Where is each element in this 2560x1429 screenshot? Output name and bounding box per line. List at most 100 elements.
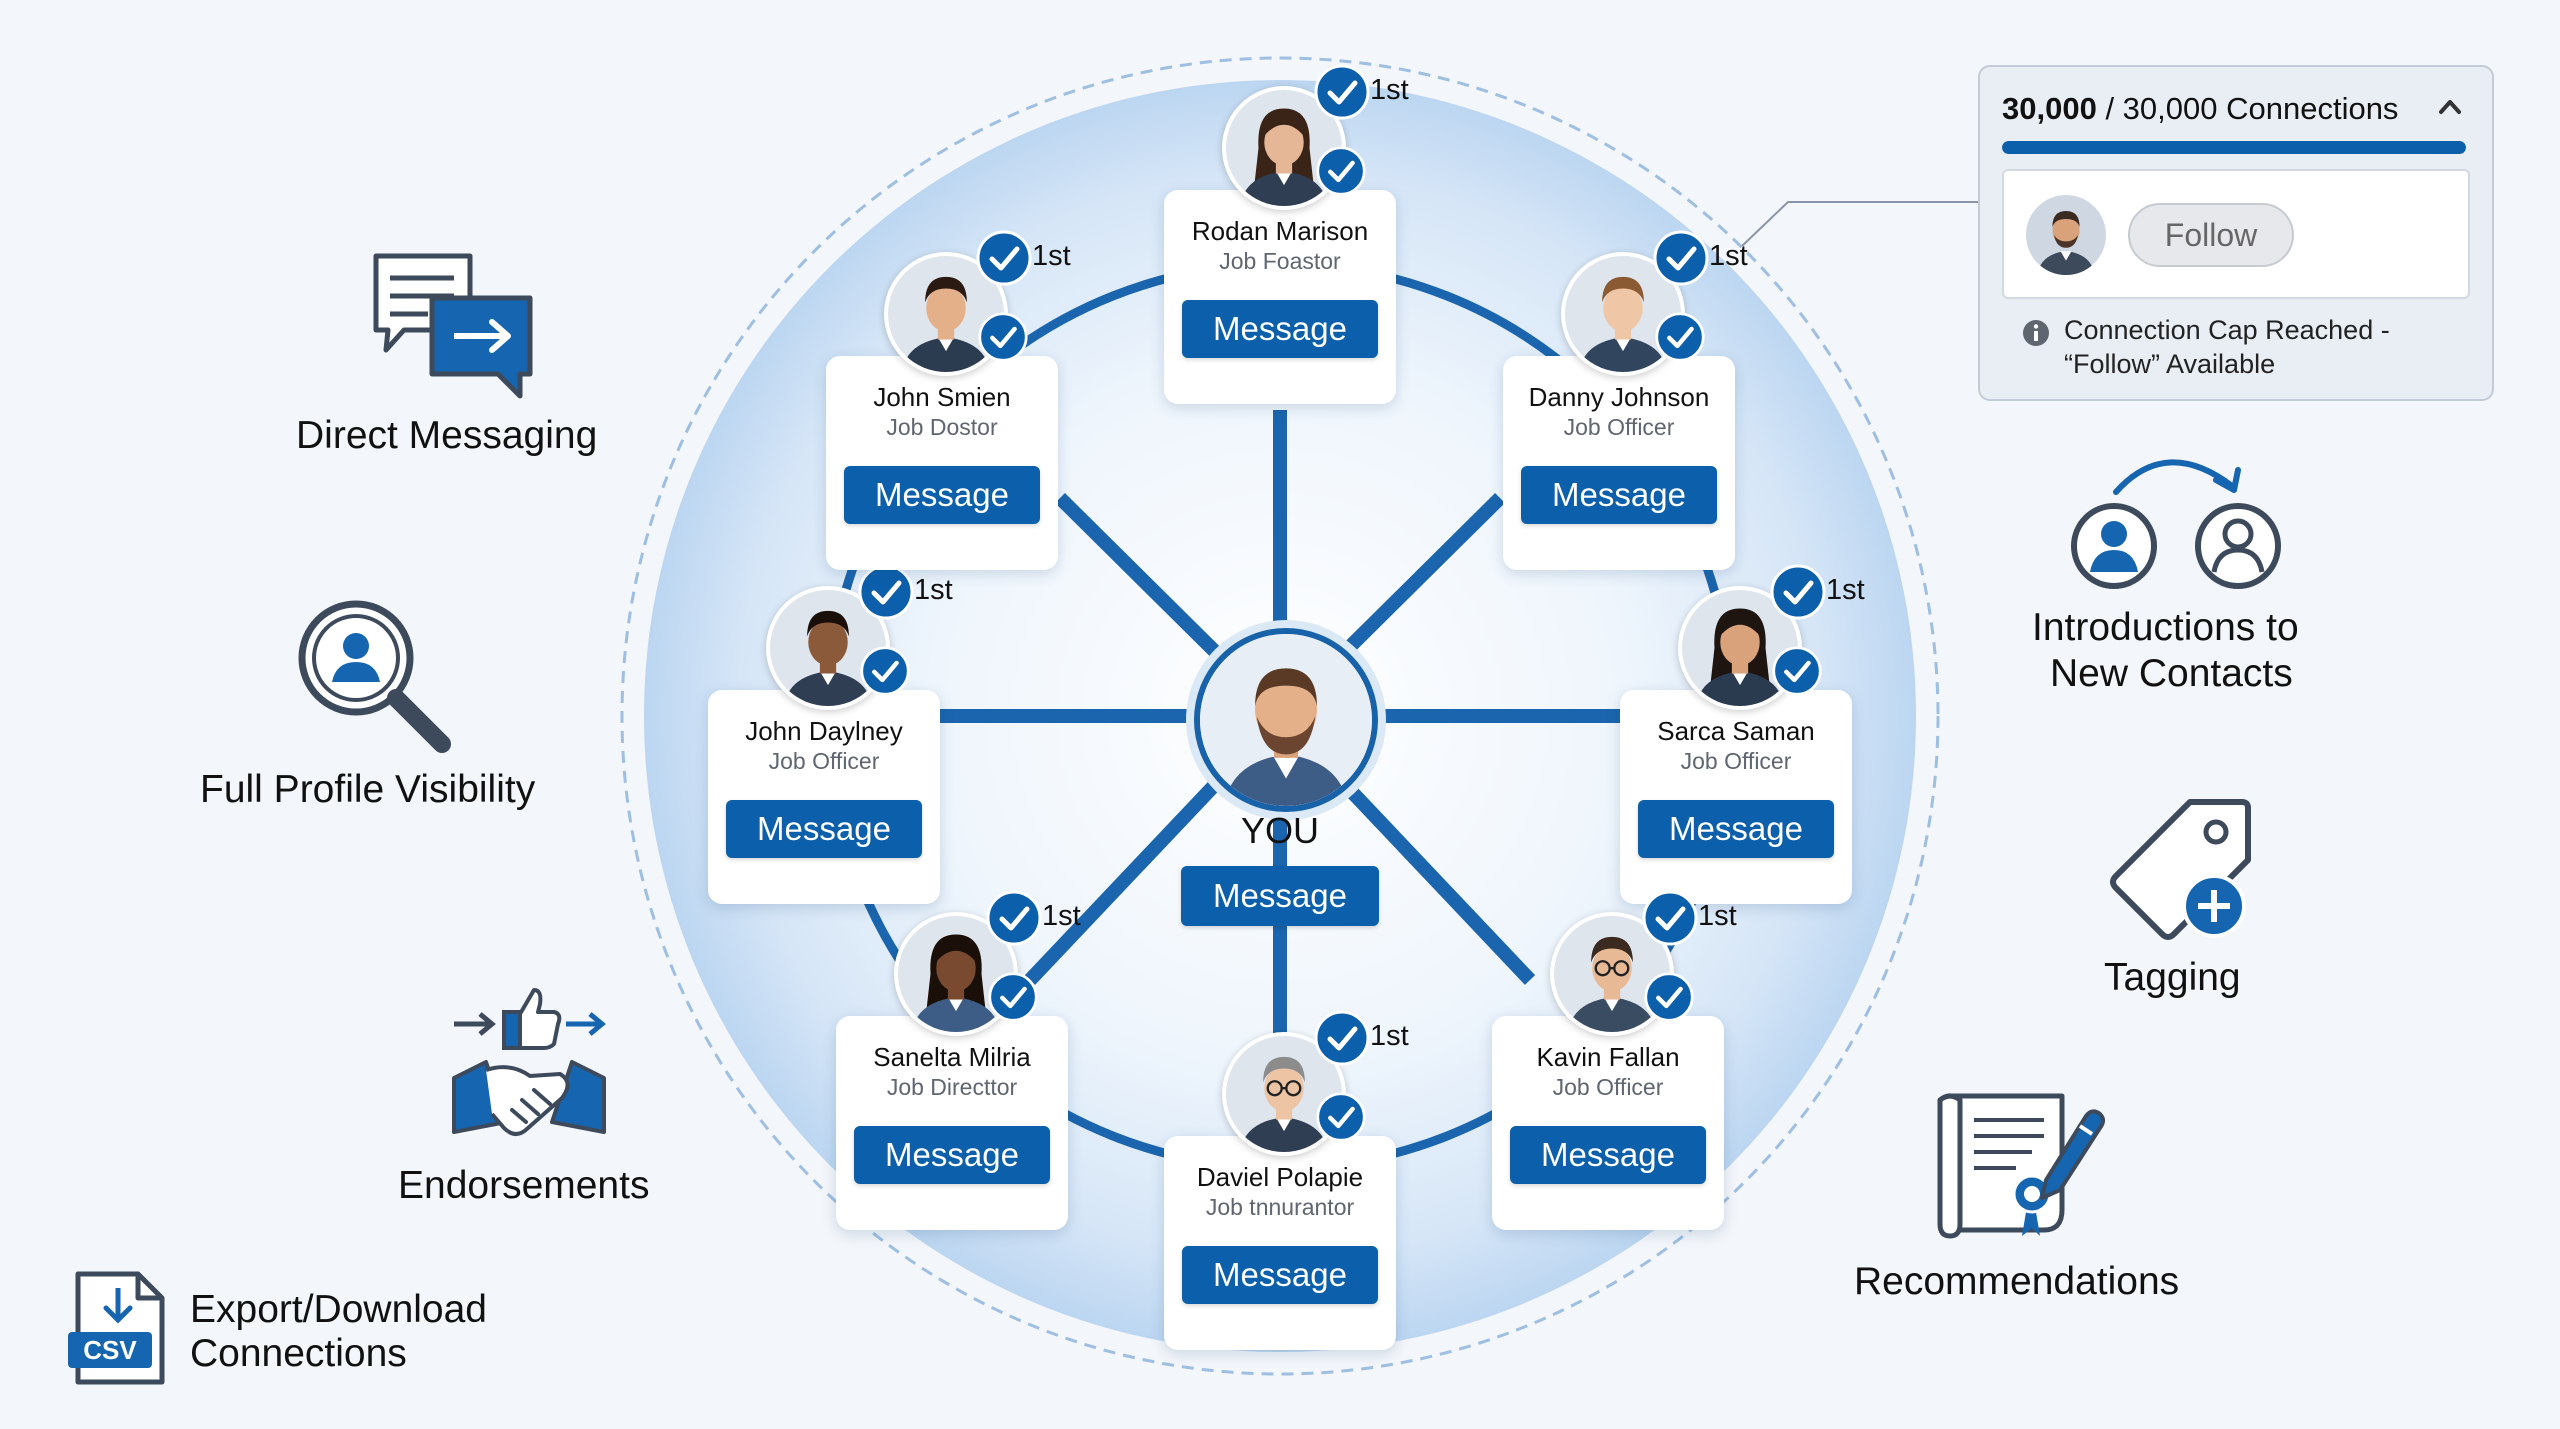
follow-button[interactable]: Follow: [2128, 203, 2294, 267]
person-photo-icon: [770, 590, 886, 706]
connection-degree: 1st: [1370, 74, 1409, 106]
connection-card[interactable]: 1st Sarca Saman Job Officer Message: [1620, 564, 1865, 904]
you-message-button[interactable]: Message: [1181, 866, 1379, 926]
you-avatar[interactable]: [1194, 628, 1378, 812]
verified-badge: [1653, 230, 1709, 286]
handshake-thumbs-up-icon: [452, 988, 606, 1136]
checkmark-icon: [860, 646, 910, 696]
connection-card[interactable]: 1st Sanelta Milria Job Directtor Message: [836, 890, 1081, 1230]
checkmark-icon: [1314, 1010, 1370, 1066]
message-button[interactable]: Message: [844, 466, 1040, 524]
checkmark-icon: [978, 312, 1028, 362]
connection-degree: 1st: [1042, 900, 1081, 932]
connection-card[interactable]: 1st Danny Johnson Job Officer Message: [1503, 230, 1748, 570]
endorsements-label: Endorsements: [398, 1164, 650, 1207]
connection-degree: 1st: [1698, 900, 1737, 932]
connection-name: Sanelta Milria: [873, 1042, 1031, 1072]
checkmark-icon: [1316, 146, 1366, 196]
connected-badge: [860, 646, 910, 696]
avatar[interactable]: [884, 252, 1008, 376]
connection-name: Daviel Polapie: [1196, 1162, 1364, 1192]
connection-degree: 1st: [1709, 240, 1748, 272]
connection-degree: 1st: [914, 574, 953, 606]
connection-name: Danny Johnson: [1528, 382, 1710, 412]
export-label-line1: Export/Download: [190, 1288, 487, 1331]
connected-badge: [1655, 312, 1705, 362]
connection-cap-progress: [2002, 141, 2466, 154]
connection-count: 30,000 / 30,000 Connections: [2002, 91, 2398, 127]
connection-cap-panel: 30,000 / 30,000 Connections Follow: [1978, 65, 2494, 401]
connection-name: Kavin Fallan: [1536, 1042, 1680, 1072]
connection-name: John Smien: [873, 382, 1011, 412]
connection-title: Job Directtor: [886, 1074, 1018, 1100]
connection-title: Job Officer: [768, 748, 880, 774]
connected-badge: [1644, 972, 1694, 1022]
connection-title: Job Dostor: [886, 414, 998, 440]
connection-title: Job tnnurantor: [1205, 1194, 1355, 1220]
message-button[interactable]: Message: [726, 800, 922, 858]
message-button[interactable]: Message: [1521, 466, 1717, 524]
csv-file-icon: CSV: [68, 1271, 165, 1385]
connection-card[interactable]: 1st John Daylney Job Officer Message: [708, 564, 953, 904]
message-button[interactable]: Message: [854, 1126, 1050, 1184]
chevron-up-icon[interactable]: [2436, 93, 2464, 121]
checkmark-icon: [1770, 564, 1826, 620]
checkmark-icon: [988, 972, 1038, 1022]
csv-badge: CSV: [83, 1335, 137, 1365]
checkmark-icon: [1772, 646, 1822, 696]
connected-badge: [1772, 646, 1822, 696]
checkmark-icon: [858, 564, 914, 620]
person-icon: [1200, 634, 1372, 806]
verified-badge: [986, 890, 1042, 946]
message-button[interactable]: Message: [1182, 1246, 1378, 1304]
connection-title: Job Officer: [1563, 414, 1675, 440]
two-people-arrow-icon: [2071, 459, 2281, 589]
message-button[interactable]: Message: [1182, 300, 1378, 358]
checkmark-icon: [986, 890, 1042, 946]
follow-card: Follow: [2002, 169, 2470, 299]
verified-badge: [1770, 564, 1826, 620]
connection-card[interactable]: 1st Daviel Polapie Job tnnurantor Messag…: [1164, 1010, 1409, 1350]
connection-name: Rodan Marison: [1191, 216, 1369, 246]
connection-title: Job Officer: [1680, 748, 1792, 774]
connection-name: John Daylney: [745, 716, 903, 746]
connected-badge: [1316, 146, 1366, 196]
avatar[interactable]: [766, 586, 890, 710]
introductions-label-line2: New Contacts: [2050, 652, 2293, 695]
person-photo-icon: [888, 256, 1004, 372]
avatar: [2026, 195, 2106, 275]
connection-card[interactable]: 1st Rodan Marison Job Foastor Message: [1164, 64, 1409, 404]
magnifier-person-icon: [298, 600, 451, 753]
panel-connector-line: [1741, 201, 1980, 247]
connected-badge: [988, 972, 1038, 1022]
cap-note-line1: Connection Cap Reached -: [2064, 315, 2390, 345]
tag-plus-icon: [2110, 799, 2251, 940]
verified-badge: [976, 230, 1032, 286]
message-button[interactable]: Message: [1638, 800, 1834, 858]
info-icon: [2023, 320, 2049, 346]
verified-badge: [1314, 64, 1370, 120]
connection-cap-progress-fill: [2002, 141, 2466, 154]
direct-messaging-label: Direct Messaging: [296, 414, 598, 457]
connection-count-total: 30,000 Connections: [2122, 91, 2399, 126]
chat-bubbles-icon: [373, 253, 533, 399]
message-button[interactable]: Message: [1510, 1126, 1706, 1184]
verified-badge: [1314, 1010, 1370, 1066]
connection-card[interactable]: 1st Kavin Fallan Job Officer Message: [1492, 890, 1737, 1230]
connected-badge: [978, 312, 1028, 362]
connection-degree: 1st: [1370, 1020, 1409, 1052]
connected-badge: [1316, 1092, 1366, 1142]
checkmark-icon: [1314, 64, 1370, 120]
connection-title: Job Foastor: [1219, 248, 1341, 274]
recommendations-label: Recommendations: [1854, 1260, 2180, 1303]
cap-note-line2: “Follow” Available: [2064, 349, 2276, 379]
person-photo-icon: [1226, 1036, 1342, 1152]
checkmark-icon: [1644, 972, 1694, 1022]
connection-count-current: 30,000: [2002, 91, 2097, 126]
outer-dashed-ring: [620, 56, 1940, 1376]
checkmark-icon: [976, 230, 1032, 286]
checkmark-icon: [1316, 1092, 1366, 1142]
connection-card[interactable]: 1st John Smien Job Dostor Message: [826, 230, 1071, 570]
profile-visibility-label: Full Profile Visibility: [200, 768, 536, 811]
